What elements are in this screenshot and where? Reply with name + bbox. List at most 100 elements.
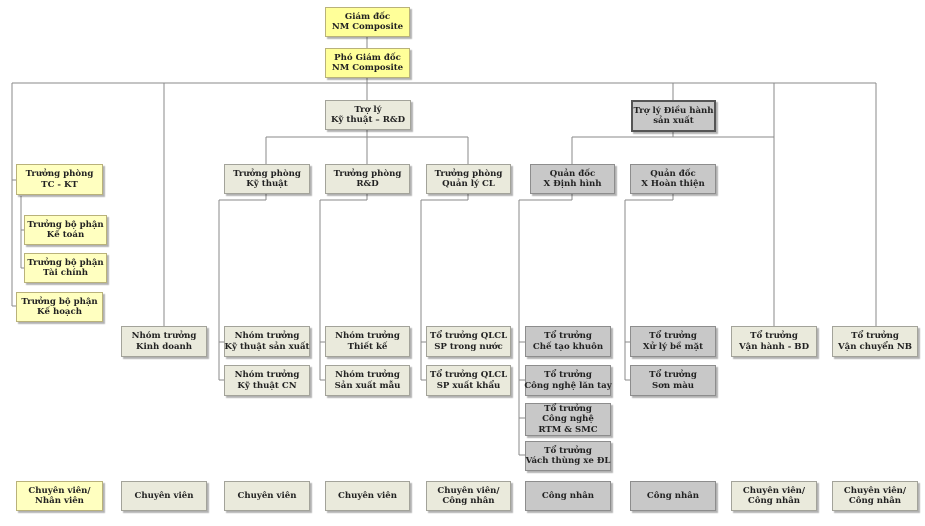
staff-rd: Chuyên viên (325, 481, 410, 511)
node-van-hanh-bd: Tổ trưởng Vận hành - BD (731, 326, 817, 357)
node-line: SP trong nước (434, 341, 503, 352)
staff-van-hanh: Chuyên viên/ Công nhân (731, 481, 817, 511)
staff-qlcl: Chuyên viên/ Công nhân (426, 481, 511, 511)
node-line: sản xuất (653, 116, 694, 126)
staff-ky-thuat: Chuyên viên (224, 481, 310, 511)
node-line: Trợ lý (354, 104, 382, 115)
node-truong-phong-rd: Trưởng phòng R&D (325, 164, 410, 194)
node-ky-thuat-cn: Nhóm trưởng Kỹ thuật CN (224, 365, 310, 396)
node-line: Nhóm trưởng (335, 370, 400, 381)
node-line: Trưởng phòng (25, 169, 94, 180)
node-line: Tổ trưởng (750, 331, 798, 342)
node-line: Tài chính (42, 268, 89, 278)
node-line: Sơn màu (651, 380, 695, 391)
node-line: Nhóm trưởng (131, 331, 197, 342)
node-line: Vận chuyển NB (837, 341, 913, 352)
node-line: Công nghệ (542, 414, 594, 425)
node-line: X Hoàn thiện (641, 179, 705, 189)
node-cong-nghe-lan-tay: Tổ trưởng Công nghệ lăn tay (524, 365, 612, 396)
node-line: Kỹ thuật sản xuất (224, 341, 310, 352)
node-line: Kế hoạch (37, 307, 82, 317)
node-line: Kỹ thuật (246, 179, 288, 189)
node-line: NM Composite (331, 22, 404, 32)
node-line: Vận hành - BD (738, 341, 810, 352)
node-tro-ly-ky-thuat: Trợ lý Kỹ thuật – R&D (325, 100, 411, 130)
node-truong-phong-qlcl: Trưởng phòng Quản lý CL (426, 164, 511, 194)
node-ke-hoach: Trưởng bộ phận Kế hoạch (16, 292, 103, 322)
node-line: Chuyên viên/ (843, 485, 907, 496)
staff-chuyen-vien-nhan-vien: Chuyên viên/ Nhân viên (16, 481, 103, 511)
node-line: Chuyên viên/ (28, 485, 91, 496)
node-line: RTM & SMC (538, 424, 598, 435)
node-line: Công nhân (747, 496, 801, 506)
node-tro-ly-dieu-hanh: Trợ lý Điều hành sản xuất (631, 100, 716, 132)
node-tai-chinh: Trưởng bộ phận Tài chính (24, 253, 107, 283)
node-line: Tổ trưởng QLCL (429, 331, 508, 342)
node-line: SP xuất khẩu (436, 380, 501, 391)
node-line: Công nhân (442, 496, 495, 506)
node-line: Tổ trưởng (544, 445, 592, 456)
node-line: X Định hình (543, 179, 602, 189)
node-line: Tổ trưởng QLCL (429, 370, 508, 381)
node-line: Chuyên viên (337, 490, 397, 501)
node-line: Trưởng phòng (434, 168, 503, 179)
node-pho-giam-doc: Phó Giám đốc NM Composite (325, 48, 410, 78)
node-thiet-ke: Nhóm trưởng Thiết kế (325, 326, 410, 357)
node-truong-phong-ky-thuat: Trưởng phòng Kỹ thuật (224, 164, 310, 194)
node-quan-doc-hoan-thien: Quản đốc X Hoàn thiện (630, 164, 716, 194)
node-giam-doc: Giám đốc NM Composite (325, 7, 410, 37)
node-line: Tổ trưởng (544, 403, 592, 414)
node-line: Giám đốc (344, 11, 391, 22)
node-ke-toan: Trưởng bộ phận Kế toán (24, 215, 107, 245)
node-line: Tổ trưởng (544, 370, 592, 381)
node-nhom-truong-kinh-doanh: Nhóm trưởng Kinh doanh (121, 326, 207, 357)
node-rtm-smc: Tổ trưởng Công nghệ RTM & SMC (525, 403, 611, 436)
node-line: Quản lý CL (442, 179, 495, 189)
node-line: R&D (356, 179, 379, 189)
node-line: NM Composite (331, 63, 404, 73)
staff-van-chuyen: Chuyên viên/ Công nhân (832, 481, 918, 511)
node-line: Công nhân (646, 490, 700, 501)
node-line: Chế tạo khuôn (532, 341, 604, 352)
node-line: Nhóm trưởng (234, 370, 300, 381)
node-line: Chuyên viên/ (742, 485, 806, 496)
node-ky-thuat-san-xuat: Nhóm trưởng Kỹ thuật sản xuất (224, 326, 310, 357)
node-line: Công nhân (541, 490, 595, 501)
staff-dinh-hinh: Công nhân (525, 481, 611, 511)
node-line: Công nghệ lăn tay (524, 380, 612, 391)
node-qlcl-trong-nuoc: Tổ trưởng QLCL SP trong nước (426, 326, 511, 357)
node-line: Nhóm trưởng (335, 331, 400, 342)
staff-hoan-thien: Công nhân (630, 481, 716, 511)
node-san-xuat-mau: Nhóm trưởng Sản xuất mẫu (325, 365, 410, 396)
node-line: Sản xuất mẫu (334, 380, 401, 391)
node-line: Trưởng bộ phận (27, 257, 104, 268)
node-line: Vách thùng xe ĐL (525, 456, 611, 466)
node-line: Kỹ thuật CN (237, 380, 297, 391)
node-van-chuyen-nb: Tổ trưởng Vận chuyển NB (832, 326, 918, 357)
node-line: Kế toán (46, 230, 85, 240)
node-quan-doc-dinh-hinh: Quản đốc X Định hình (530, 164, 615, 194)
node-line: Quản đốc (549, 168, 596, 179)
node-line: Trưởng phòng (233, 168, 301, 179)
staff-kinh-doanh: Chuyên viên (121, 481, 207, 511)
node-line: Tổ trưởng (544, 331, 592, 342)
node-line: Trưởng bộ phận (21, 296, 98, 307)
node-che-tao-khuon: Tổ trưởng Chế tạo khuôn (525, 326, 611, 357)
node-line: Quản đốc (650, 168, 696, 179)
node-line: Chuyên viên (134, 490, 194, 501)
node-line: Trưởng bộ phận (27, 219, 104, 230)
node-truong-phong-tc-kt: Trưởng phòng TC - KT (16, 164, 103, 195)
node-son-mau: Tổ trưởng Sơn màu (630, 365, 716, 396)
node-line: Trưởng phòng (333, 168, 402, 179)
node-line: Kinh doanh (135, 341, 193, 352)
node-line: Trợ lý Điều hành (633, 105, 714, 116)
node-line: Nhóm trưởng (234, 331, 300, 342)
node-line: Tổ trưởng (851, 331, 899, 342)
node-line: Tổ trưởng (649, 370, 697, 381)
node-line: Tổ trưởng (649, 331, 697, 342)
node-xu-ly-be-mat: Tổ trưởng Xử lý bề mặt (630, 326, 716, 357)
node-line: Kỹ thuật – R&D (330, 115, 406, 125)
node-vach-thung-xe: Tổ trưởng Vách thùng xe ĐL (525, 441, 611, 471)
